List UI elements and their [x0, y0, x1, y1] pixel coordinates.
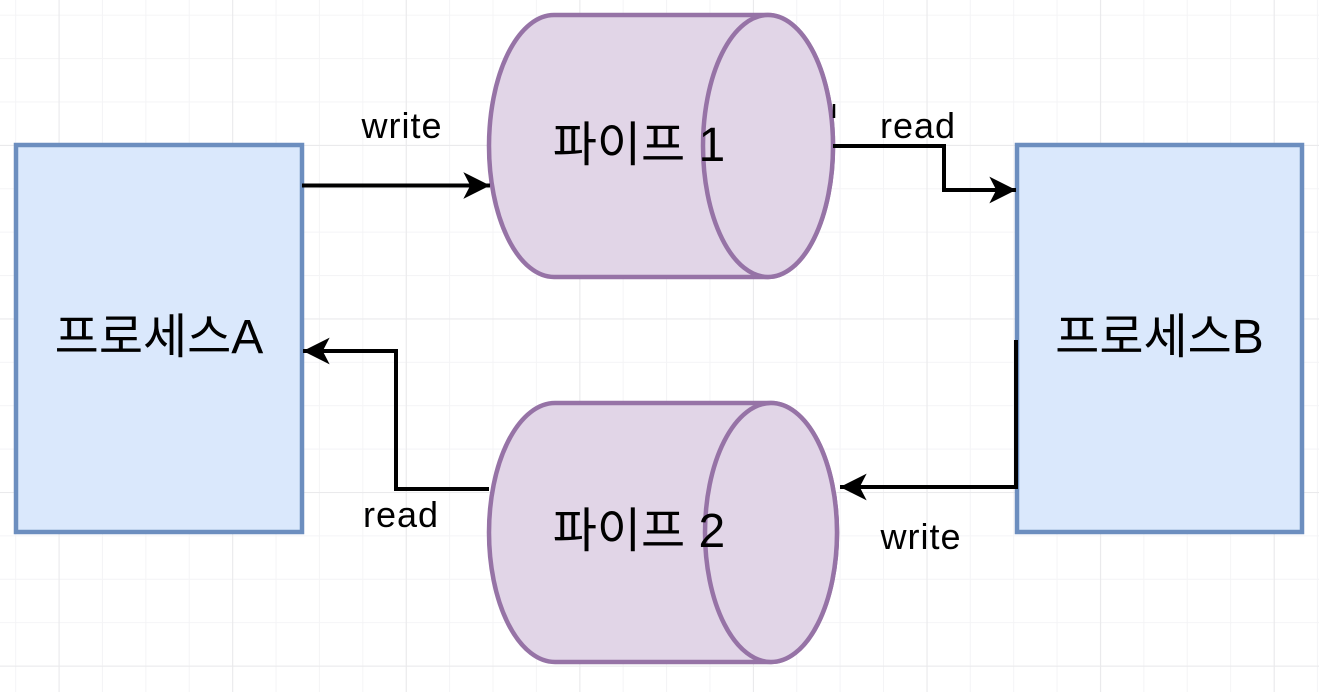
- edge-label-write-bottom[interactable]: write: [880, 516, 962, 558]
- edge-b-to-pipe2[interactable]: [840, 340, 1018, 501]
- pipe-2-face[interactable]: [702, 400, 840, 665]
- pipe-2-node[interactable]: [486, 400, 840, 665]
- pipe-1-node[interactable]: [486, 12, 836, 280]
- edge-pipe1-to-b[interactable]: [833, 144, 1016, 204]
- edge-pipe2-to-a[interactable]: [303, 337, 489, 491]
- edge-label-read-top[interactable]: read: [879, 105, 957, 147]
- edge-label-read-bottom[interactable]: read: [362, 494, 440, 536]
- pipe-1-face[interactable]: [700, 12, 836, 280]
- process-b-node[interactable]: [1014, 142, 1305, 535]
- edge-label-write-top[interactable]: write: [361, 105, 443, 147]
- process-a-node[interactable]: [13, 142, 305, 535]
